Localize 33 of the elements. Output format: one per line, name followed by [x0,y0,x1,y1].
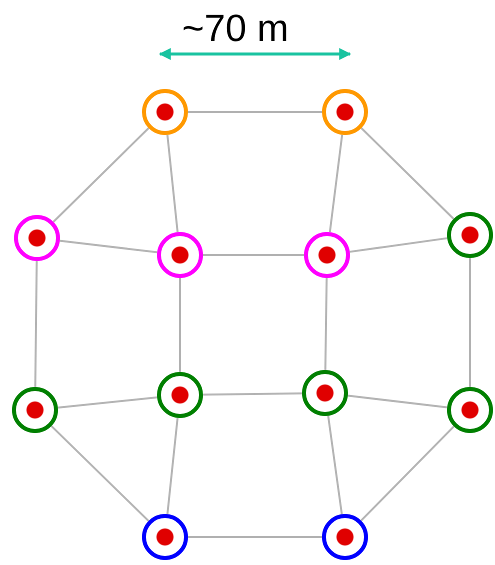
connection-line [469,258,471,387]
node-circle [142,514,188,560]
connection-line [328,134,344,232]
node-circle [302,370,348,416]
node-circle [447,212,493,258]
node-circle [322,89,368,135]
connection-line [202,392,302,396]
node-circle [447,387,493,433]
connection-line [188,111,322,113]
connection-line [203,254,304,256]
node-circle [14,215,60,261]
connection-line [60,240,158,254]
node-circle [322,514,368,560]
connection-line [188,536,322,538]
connection-line [360,426,455,522]
node-circle [157,372,203,418]
node-circle [304,232,350,278]
connection-line [350,237,448,253]
connection-line [327,416,343,514]
connection-line [360,127,454,220]
connection-line [50,425,150,522]
connection-line [179,278,181,372]
node-circle [142,89,188,135]
dimension-label: ~70 m [182,8,289,51]
connection-line [166,134,179,232]
node-circle [12,387,58,433]
connection-line [166,418,179,514]
connection-line [348,394,448,408]
node-circle [157,232,203,278]
connection-line [324,278,328,370]
connection-line [52,127,150,223]
connection-line [58,396,158,409]
connection-line [34,260,38,388]
